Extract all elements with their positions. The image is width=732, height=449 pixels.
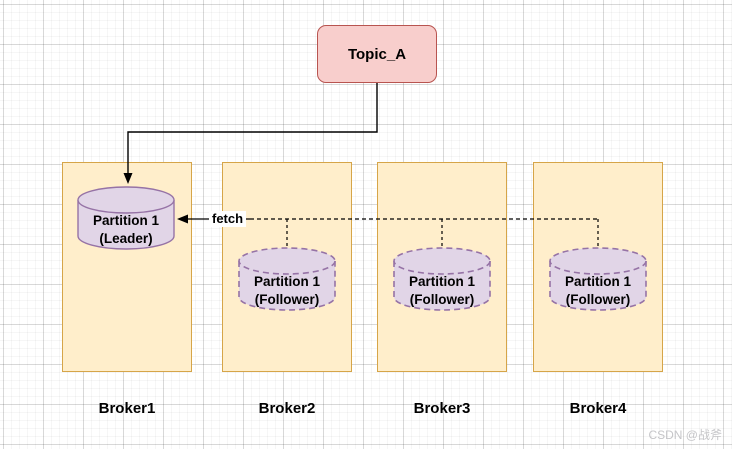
- follower-partition-label-broker3: Partition 1 (Follower): [387, 273, 497, 309]
- partition-name: Partition 1: [564, 274, 631, 289]
- topic-label: Topic_A: [347, 45, 407, 63]
- broker2-box: [222, 162, 352, 372]
- topic-node: Topic_A: [317, 25, 437, 83]
- broker4-box: [533, 162, 663, 372]
- follower-partition-label-broker4: Partition 1 (Follower): [543, 273, 653, 309]
- partition-role: (Follower): [409, 292, 475, 307]
- broker4-label: Broker4: [569, 400, 627, 417]
- broker3-box: [377, 162, 507, 372]
- fetch-edge-label: fetch: [209, 211, 247, 227]
- partition-role: (Leader): [99, 231, 153, 246]
- partition-role: (Follower): [254, 292, 320, 307]
- csdn-watermark: CSDN @战斧: [648, 428, 722, 442]
- follower-partition-label-broker2: Partition 1 (Follower): [232, 273, 342, 309]
- broker1-box: [62, 162, 192, 372]
- partition-role: (Follower): [565, 292, 631, 307]
- broker1-label: Broker1: [98, 400, 156, 417]
- partition-name: Partition 1: [408, 274, 475, 289]
- partition-name: Partition 1: [92, 213, 159, 228]
- partition-name: Partition 1: [253, 274, 320, 289]
- broker2-label: Broker2: [258, 400, 316, 417]
- broker3-label: Broker3: [413, 400, 471, 417]
- leader-partition-label: Partition 1 (Leader): [71, 212, 181, 248]
